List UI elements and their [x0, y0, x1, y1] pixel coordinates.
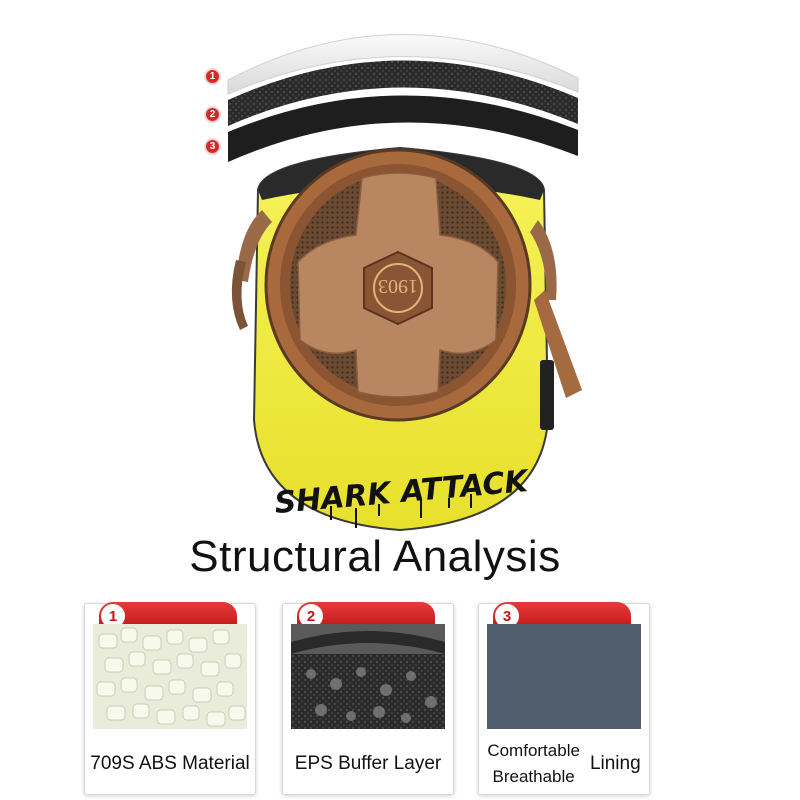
card-caption: Comfortable Breathable Lining: [479, 736, 649, 792]
caption-side: Lining: [589, 753, 641, 774]
card-caption: 709S ABS Material: [90, 753, 250, 774]
page-title: Structural Analysis: [189, 532, 561, 581]
layer-number-2: 2: [204, 106, 221, 123]
lining-fabric-image: [487, 624, 641, 729]
helmet-illustration: 1903 SHARK ATTACK: [227, 34, 582, 532]
eps-foam-image: [291, 624, 445, 729]
caption-line-1: Comfortable: [487, 741, 580, 760]
card-abs-material: 1 709S ABS Material: [84, 602, 256, 795]
caption-line-2: Breathable: [492, 767, 575, 786]
helmet-badge-text: 1903: [378, 275, 418, 297]
right-strap: [530, 220, 557, 300]
layer-number-3: 3: [204, 138, 221, 155]
layer-3-lining: [228, 95, 578, 162]
card-eps-buffer: 2 EPS Buffer Layer: [282, 602, 454, 795]
abs-pellets-image: [93, 624, 247, 729]
layer-number-1: 1: [204, 68, 221, 85]
card-caption: EPS Buffer Layer: [294, 753, 442, 774]
card-comfortable-lining: 3 Comfortable Breathable Lining: [478, 602, 650, 795]
layer-2-eps-foam: [228, 60, 578, 126]
layer-1-shell: [227, 34, 579, 95]
